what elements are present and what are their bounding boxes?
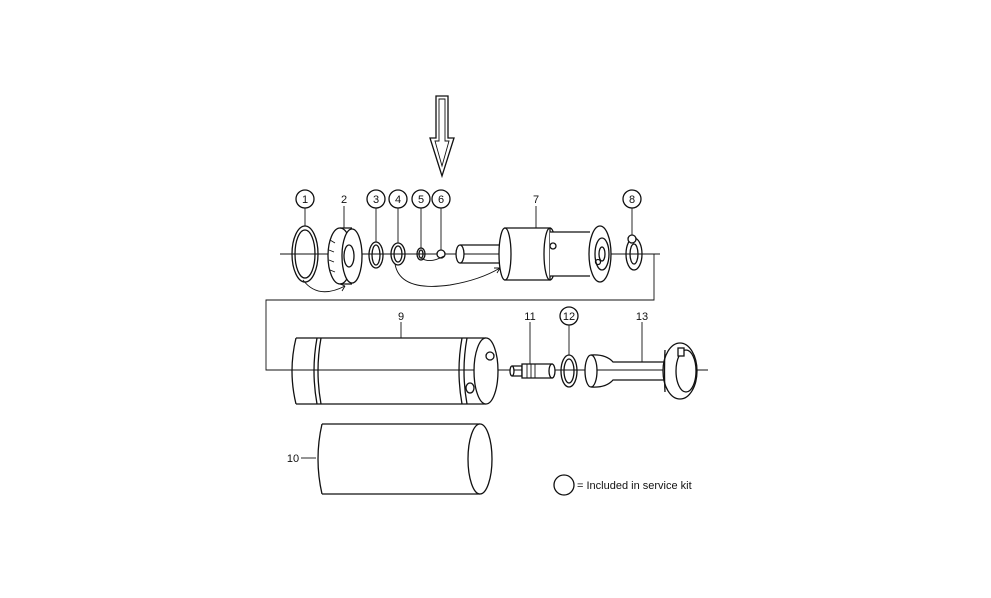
label-7: 7 (533, 194, 539, 206)
legend-circle-icon (553, 474, 575, 496)
label-5: 5 (418, 194, 424, 206)
part-8-wiper (625, 234, 643, 271)
label-10: 10 (287, 453, 299, 465)
legend-text: = Included in service kit (577, 480, 692, 492)
part-12-oring (560, 354, 578, 388)
part-13-base (584, 342, 698, 400)
part-9-barrel (291, 337, 499, 405)
part-10-sleeve (317, 423, 493, 495)
part-3-ring (368, 241, 384, 269)
connection-line (265, 253, 655, 371)
leader-lines (301, 206, 643, 459)
assembly-arrow-2 (394, 255, 501, 287)
label-12: 12 (563, 311, 575, 323)
part-6-ball (436, 249, 446, 259)
label-2: 2 (341, 194, 347, 206)
part-11-valve (509, 363, 556, 379)
label-9: 9 (398, 311, 404, 323)
part-2-gland (327, 227, 363, 285)
assembly-arrow-1 (302, 279, 346, 293)
label-8: 8 (629, 194, 635, 206)
label-3: 3 (373, 194, 379, 206)
label-1: 1 (302, 194, 308, 206)
label-11: 11 (524, 311, 535, 323)
label-13: 13 (636, 311, 648, 323)
pointer-arrow-icon (429, 95, 455, 179)
label-6: 6 (438, 194, 444, 206)
label-4: 4 (395, 194, 401, 206)
legend: = Included in service kit (553, 474, 692, 496)
service-kit-markers (295, 189, 642, 326)
part-7-piston (455, 225, 612, 283)
